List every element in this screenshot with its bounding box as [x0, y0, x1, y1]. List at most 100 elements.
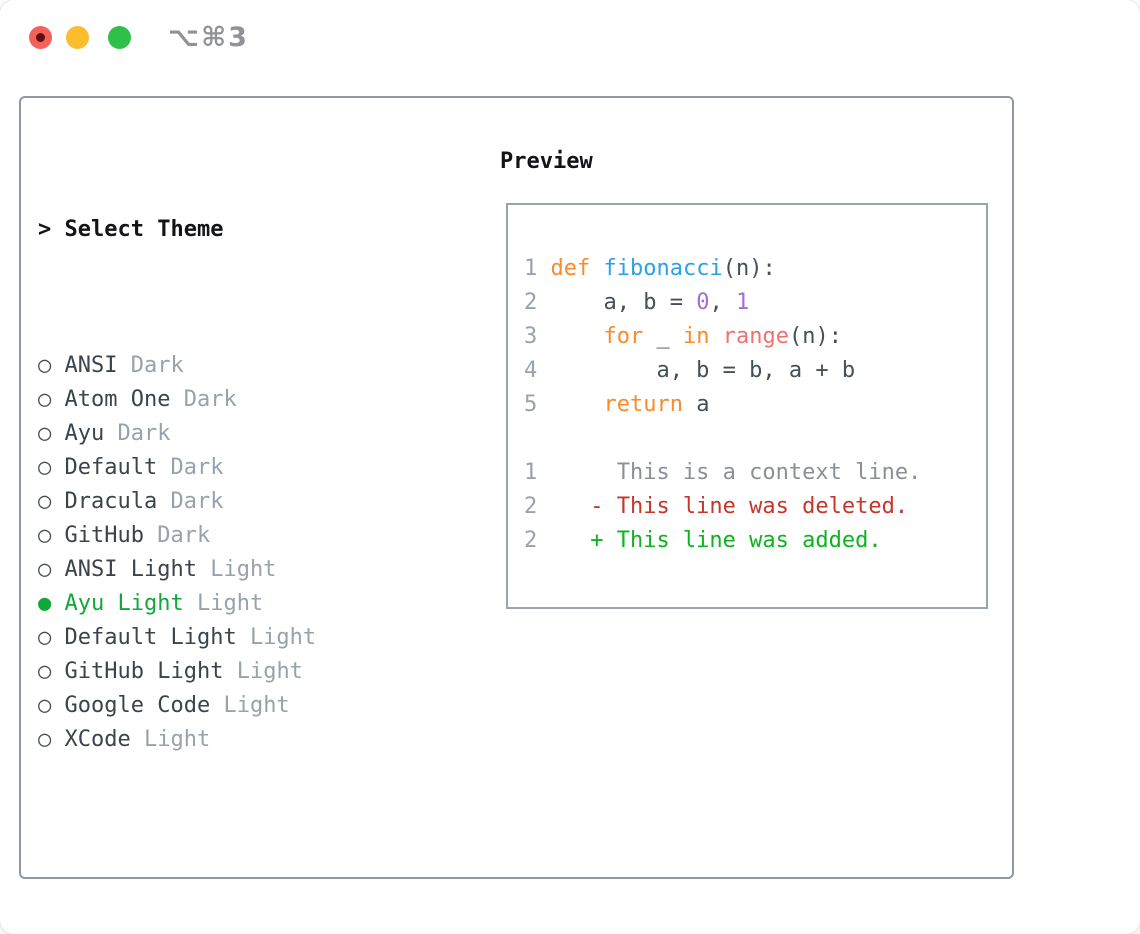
radio-unselected-icon: ○: [38, 387, 52, 412]
theme-option-default-light-light[interactable]: ○ Default Light Light: [38, 621, 409, 655]
line-number: 5: [524, 392, 538, 417]
preview-line: 1 This is a context line.: [524, 456, 986, 490]
radio-unselected-icon: ○: [38, 523, 52, 548]
code-segment-call: range: [722, 324, 789, 349]
theme-selector-panel: > Select Theme ○ ANSI Dark○ Atom One Dar…: [19, 96, 1014, 879]
radio-selected-icon: ●: [38, 591, 52, 616]
theme-name: GitHub Light: [64, 659, 224, 684]
select-theme-heading-label: Select Theme: [64, 217, 224, 242]
window-title-shortcut: ⌥⌘3: [168, 22, 249, 53]
radio-unselected-icon: ○: [38, 659, 52, 684]
code-segment-kw: in: [682, 324, 710, 349]
code-segment-pl: (n):: [722, 256, 776, 281]
prompt-icon: >: [38, 217, 52, 242]
radio-unselected-icon: ○: [38, 489, 52, 514]
code-segment-pl: _: [643, 324, 683, 349]
line-number: 4: [524, 358, 538, 383]
preview-line: 5 return a: [524, 388, 986, 422]
preview-line: 3 for _ in range(n):: [524, 320, 986, 354]
theme-options-list: ○ ANSI Dark○ Atom One Dark○ Ayu Dark○ De…: [38, 349, 409, 757]
theme-name: Dracula: [64, 489, 158, 514]
theme-list-column: > Select Theme ○ ANSI Dark○ Atom One Dar…: [38, 145, 409, 934]
code-segment-add: + This line was added.: [550, 528, 882, 553]
radio-unselected-icon: ○: [38, 455, 52, 480]
theme-option-ansi-dark[interactable]: ○ ANSI Dark: [38, 349, 409, 383]
theme-option-google-code-light[interactable]: ○ Google Code Light: [38, 689, 409, 723]
theme-variant-tag: Dark: [117, 421, 171, 446]
line-number: 2: [524, 528, 538, 553]
theme-variant-tag: Light: [249, 625, 317, 650]
preview-line: 4 a, b = b, a + b: [524, 354, 986, 388]
theme-name: Default Light: [64, 625, 237, 650]
code-segment-ctx: This is a context line.: [550, 460, 922, 485]
theme-variant-tag: Light: [143, 727, 211, 752]
theme-option-github-light-light[interactable]: ○ GitHub Light Light: [38, 655, 409, 689]
theme-variant-tag: Dark: [170, 489, 224, 514]
title-bar: ⌥⌘3: [0, 0, 1140, 75]
theme-name: Default: [64, 455, 158, 480]
theme-variant-tag: Dark: [130, 353, 184, 378]
theme-variant-tag: Dark: [157, 523, 211, 548]
preview-line: 2 + This line was added.: [524, 524, 986, 558]
theme-option-xcode-light[interactable]: ○ XCode Light: [38, 723, 409, 757]
spacer: [38, 859, 409, 893]
theme-name: ANSI Light: [64, 557, 197, 582]
line-number: 2: [524, 494, 538, 519]
code-segment-pl: [550, 324, 603, 349]
radio-unselected-icon: ○: [38, 421, 52, 446]
code-segment-num: 1: [735, 290, 750, 315]
theme-variant-tag: Dark: [183, 387, 237, 412]
theme-name: Atom One: [64, 387, 171, 412]
theme-option-ansi-light-light[interactable]: ○ ANSI Light Light: [38, 553, 409, 587]
theme-name: Ayu: [64, 421, 105, 446]
theme-name: XCode: [64, 727, 131, 752]
code-segment-pl: (n):: [788, 324, 842, 349]
theme-variant-tag: Light: [196, 591, 264, 616]
theme-option-github-dark[interactable]: ○ GitHub Dark: [38, 519, 409, 553]
code-segment-kw: return: [603, 392, 683, 417]
theme-option-ayu-dark[interactable]: ○ Ayu Dark: [38, 417, 409, 451]
code-segment-del: - This line was deleted.: [550, 494, 909, 519]
theme-variant-tag: Light: [236, 659, 303, 684]
theme-variant-tag: Dark: [170, 455, 224, 480]
theme-name: Ayu Light: [64, 591, 184, 616]
code-segment-kw: def: [550, 256, 591, 281]
radio-unselected-icon: ○: [38, 557, 52, 582]
code-segment-pl: [590, 256, 603, 281]
code-segment-fn: fibonacci: [603, 256, 723, 281]
code-segment-num: 0: [696, 290, 710, 315]
line-number: 1: [524, 460, 538, 485]
radio-unselected-icon: ○: [38, 727, 52, 752]
select-theme-heading: > Select Theme: [38, 213, 409, 247]
radio-unselected-icon: ○: [38, 693, 52, 718]
theme-option-atom-one-dark[interactable]: ○ Atom One Dark: [38, 383, 409, 417]
theme-name: Google Code: [64, 693, 211, 718]
line-number: 3: [524, 324, 538, 349]
preview-line: 2 a, b = 0, 1: [524, 286, 986, 320]
theme-option-dracula-dark[interactable]: ○ Dracula Dark: [38, 485, 409, 519]
zoom-button[interactable]: [108, 26, 131, 49]
code-segment-pl: a, b =: [550, 290, 697, 315]
code-segment-pl: ,: [709, 290, 736, 315]
theme-name: ANSI: [64, 353, 118, 378]
preview-line: 2 - This line was deleted.: [524, 490, 986, 524]
theme-variant-tag: Light: [223, 693, 290, 718]
code-segment-kw: for: [603, 324, 644, 349]
code-segment-pl: a, b = b, a + b: [550, 358, 856, 383]
code-segment-pl: [550, 392, 603, 417]
radio-unselected-icon: ○: [38, 353, 52, 378]
theme-variant-tag: Light: [210, 557, 277, 582]
preview-line: [524, 422, 986, 456]
radio-unselected-icon: ○: [38, 625, 52, 650]
line-number: 2: [524, 290, 538, 315]
preview-heading: Preview: [500, 149, 593, 174]
theme-option-ayu-light-light[interactable]: ● Ayu Light Light: [38, 587, 409, 621]
theme-option-default-dark[interactable]: ○ Default Dark: [38, 451, 409, 485]
theme-name: GitHub: [64, 523, 144, 548]
minimize-button[interactable]: [66, 26, 89, 49]
close-button[interactable]: [29, 26, 52, 49]
code-segment-pl: [709, 324, 722, 349]
